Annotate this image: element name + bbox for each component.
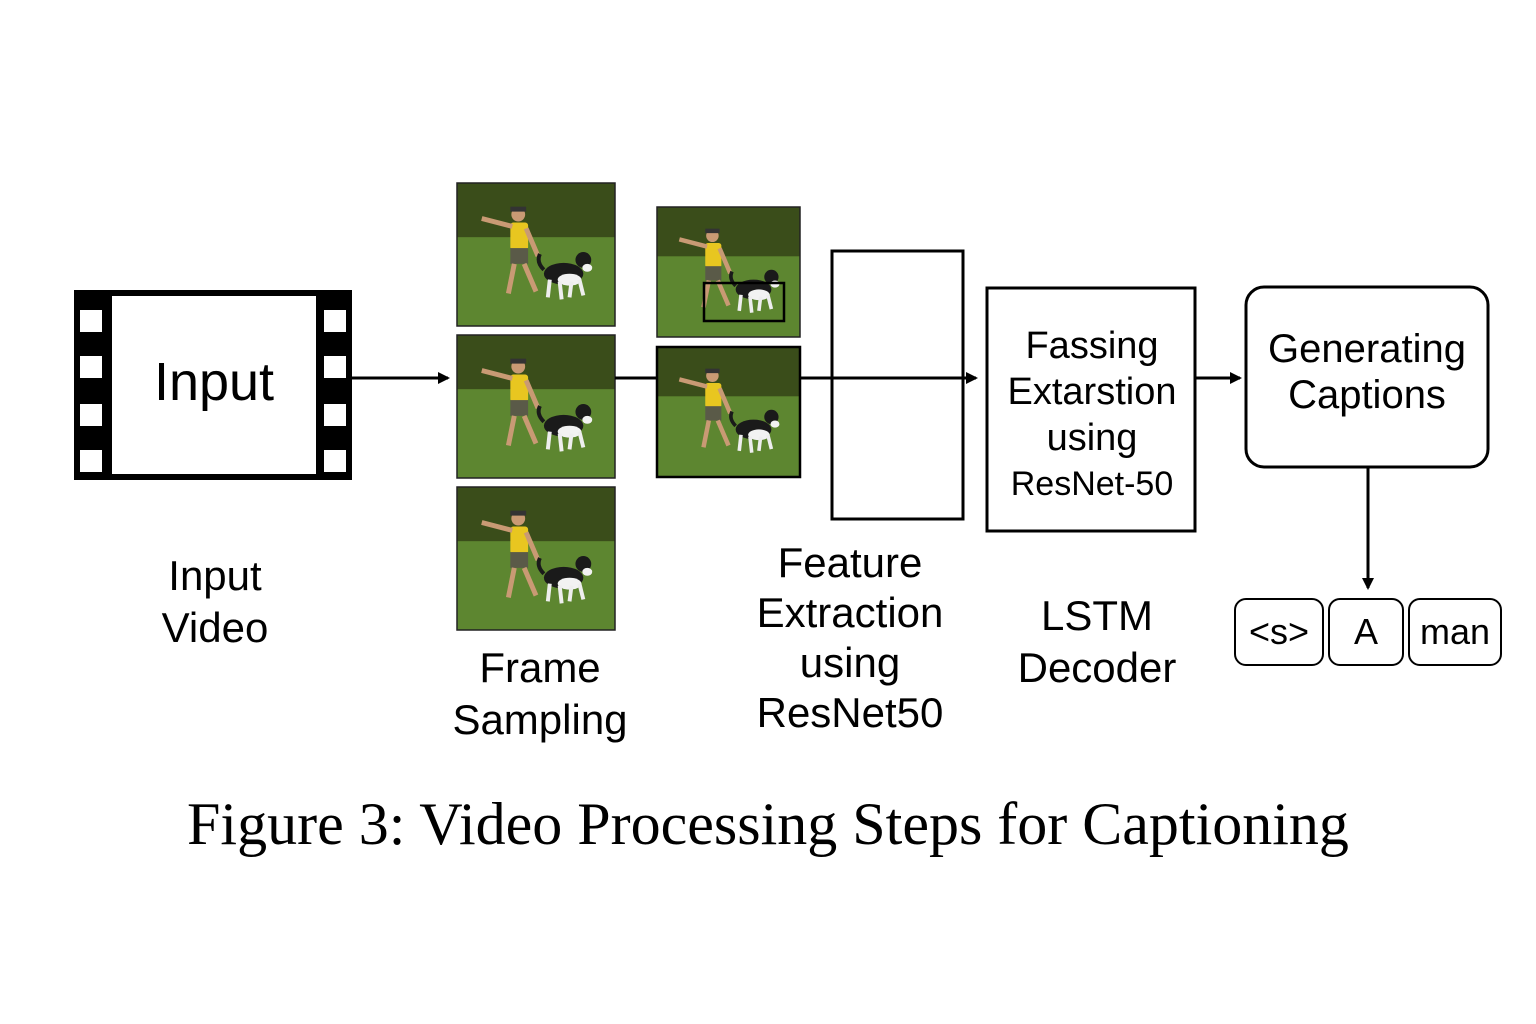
label-feature-extraction-line2: Extraction xyxy=(756,589,944,636)
label-lstm-decoder: LSTM Decoder xyxy=(990,590,1204,694)
sprocket-hole xyxy=(324,310,346,332)
film-strip-icon xyxy=(74,290,352,480)
lstm-box-line3: using xyxy=(1046,417,1138,459)
sprocket-hole xyxy=(324,356,346,378)
label-input-video-line1: Input xyxy=(168,552,262,599)
token-start: <s> xyxy=(1234,598,1324,666)
sprocket-hole xyxy=(80,404,102,426)
sprocket-hole xyxy=(324,404,346,426)
feature-frame xyxy=(655,345,802,479)
token-man: man xyxy=(1408,598,1502,666)
captions-box-line1: Generating xyxy=(1268,327,1466,371)
token-a: A xyxy=(1328,598,1404,666)
sampled-frame-2 xyxy=(456,334,616,479)
label-frame-sampling: Frame Sampling xyxy=(420,642,660,746)
label-feature-extraction: Feature Extraction using ResNet50 xyxy=(730,538,970,738)
sprocket-hole xyxy=(80,450,102,472)
label-lstm-decoder-line2: Decoder xyxy=(1017,644,1177,691)
detection-bounding-box xyxy=(702,281,786,323)
sampled-frame-1 xyxy=(456,182,616,327)
lstm-box-line4: ResNet-50 xyxy=(1010,465,1174,503)
label-feature-extraction-line3: using xyxy=(799,639,901,686)
label-feature-extraction-line1: Feature xyxy=(777,539,923,586)
feature-frame-detected xyxy=(656,206,801,338)
lstm-box-line1: Fassing xyxy=(1025,325,1159,367)
label-input-video-line2: Video xyxy=(161,604,269,651)
lstm-box-line2: Extarstion xyxy=(1007,371,1177,413)
sprocket-hole xyxy=(80,356,102,378)
label-lstm-decoder-line1: LSTM xyxy=(1040,592,1153,639)
sprocket-hole xyxy=(324,450,346,472)
captions-box-text: Generating Captions xyxy=(1246,326,1488,418)
lstm-box-text: Fassing Extarstion using ResNet-50 xyxy=(992,323,1192,507)
label-frame-sampling-line2: Sampling xyxy=(452,696,628,743)
sprocket-hole xyxy=(80,310,102,332)
label-input-video: Input Video xyxy=(110,550,320,654)
label-feature-extraction-line4: ResNet50 xyxy=(756,689,944,736)
lstm-box xyxy=(985,286,1197,533)
input-icon-label: Input xyxy=(153,352,275,412)
captions-box-line2: Captions xyxy=(1288,373,1446,417)
feature-vector-box xyxy=(830,249,965,521)
figure-caption: Figure 3: Video Processing Steps for Cap… xyxy=(187,791,1349,857)
sampled-frame-3 xyxy=(456,486,616,631)
label-frame-sampling-line1: Frame xyxy=(479,644,601,691)
